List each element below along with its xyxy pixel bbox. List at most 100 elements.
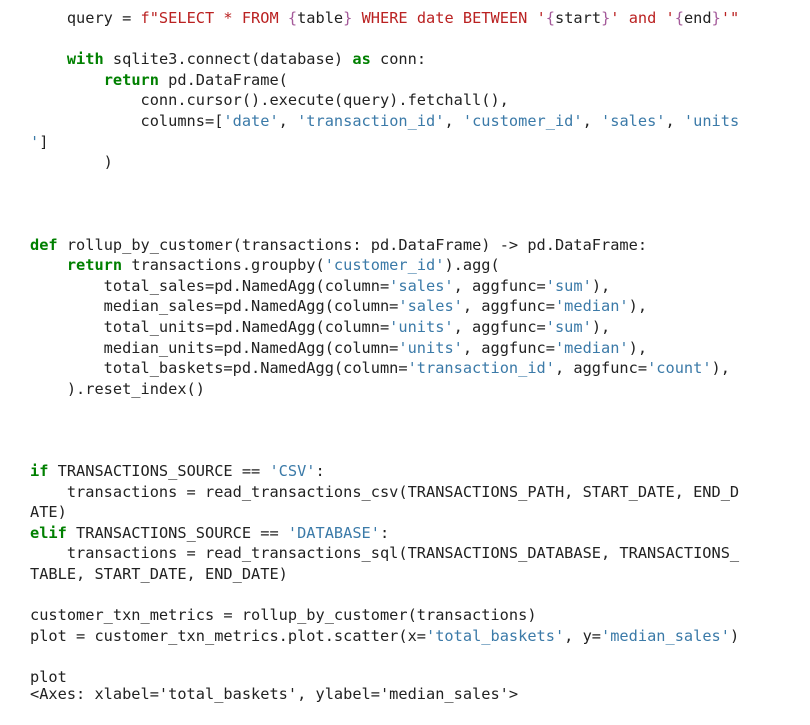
- code-line: return pd.DataFrame(: [30, 70, 790, 91]
- code-token: columns=[: [30, 111, 224, 130]
- code-token: , aggfunc=: [453, 317, 546, 336]
- code-token: {: [545, 9, 555, 27]
- code-token: ' and ': [610, 9, 675, 27]
- code-token: query =: [30, 9, 141, 27]
- code-line: [30, 214, 790, 235]
- code-token: '": [720, 9, 740, 27]
- code-line: [30, 29, 790, 50]
- code-line: [30, 193, 790, 214]
- code-token: 'units: [683, 111, 740, 130]
- code-token: return: [103, 70, 159, 89]
- code-line: median_sales=pd.NamedAgg(column='sales',…: [30, 296, 790, 317]
- code-token: 'sales': [601, 111, 666, 130]
- code-token: ]: [39, 132, 49, 151]
- code-token: 'median_sales': [601, 626, 730, 645]
- code-line: [30, 440, 790, 461]
- code-token: 'transaction_id': [407, 359, 555, 378]
- code-token: [30, 71, 104, 89]
- code-token: with: [66, 50, 104, 69]
- code-token: ),: [628, 297, 648, 316]
- code-token: , aggfunc=: [462, 297, 555, 316]
- code-token: f"SELECT * FROM: [140, 9, 288, 27]
- code-token: , y=: [564, 626, 602, 645]
- code-line: [30, 399, 790, 420]
- code-token: 'CSV': [269, 462, 316, 481]
- code-token: 'sales': [389, 276, 454, 295]
- code-line: [30, 646, 790, 667]
- code-token: , aggfunc=: [554, 359, 648, 378]
- code-line: customer_txn_metrics = rollup_by_custome…: [30, 605, 790, 626]
- cell-output: <Axes: xlabel='total_baskets', ylabel='m…: [30, 685, 519, 703]
- code-token: transactions.groupby(: [122, 256, 325, 275]
- code-token: median_units=pd.NamedAgg(column=: [30, 338, 399, 357]
- code-cell[interactable]: query = f"SELECT * FROM { table} WHERE da…: [30, 8, 790, 688]
- code-line: if TRANSACTIONS_SOURCE == 'CSV':: [30, 461, 790, 482]
- code-token: ATE): [30, 503, 67, 522]
- code-token: 'sum': [545, 276, 592, 295]
- code-line: ATE): [30, 502, 790, 523]
- code-token: [30, 256, 67, 274]
- code-line: [30, 585, 790, 606]
- code-token: 'date': [223, 111, 279, 130]
- code-token: }: [343, 9, 353, 27]
- code-token: ,: [444, 111, 463, 130]
- code-token: plot = customer_txn_metrics.plot.scatter…: [30, 626, 427, 645]
- code-token: plot: [30, 668, 67, 686]
- code-token: 'DATABASE': [287, 523, 380, 542]
- code-token: total_units=pd.NamedAgg(column=: [30, 317, 390, 336]
- code-token: ): [30, 153, 113, 172]
- code-token: end: [683, 9, 712, 27]
- code-line: total_baskets=pd.NamedAgg(column='transa…: [30, 358, 790, 379]
- code-token: }: [601, 9, 611, 27]
- code-token: ): [729, 626, 740, 645]
- code-line: def rollup_by_customer(transactions: pd.…: [30, 235, 790, 256]
- code-token: ': [30, 132, 40, 151]
- code-token: table: [297, 9, 344, 27]
- code-token: return: [66, 256, 123, 275]
- code-token: }: [711, 9, 721, 27]
- code-token: ),: [628, 338, 648, 357]
- code-token: conn:: [370, 50, 427, 69]
- code-line: ).reset_index(): [30, 379, 790, 400]
- code-token: ),: [711, 359, 730, 378]
- code-token: 'sum': [545, 317, 592, 336]
- code-token: pd.DataFrame(: [158, 70, 288, 89]
- code-token: conn.cursor().execute(query).fetchall(),: [30, 91, 509, 110]
- code-token: TRANSACTIONS_SOURCE ==: [66, 523, 288, 542]
- code-line: ']: [30, 132, 790, 153]
- code-token: sqlite3.connect(database): [103, 50, 353, 69]
- code-line: conn.cursor().execute(query).fetchall(),: [30, 90, 790, 111]
- code-token: [30, 50, 67, 68]
- code-line: plot = customer_txn_metrics.plot.scatter…: [30, 626, 790, 647]
- code-token: WHERE date BETWEEN ': [352, 9, 546, 27]
- code-line: columns=['date', 'transaction_id', 'cust…: [30, 111, 790, 132]
- code-token: ,: [665, 111, 684, 130]
- code-token: 'customer_id': [462, 111, 583, 130]
- code-token: 'median': [554, 297, 629, 316]
- code-token: {: [674, 9, 684, 27]
- code-line: plot: [30, 667, 790, 688]
- code-token: ),: [591, 317, 611, 336]
- code-line: ): [30, 152, 790, 173]
- code-token: , aggfunc=: [453, 276, 546, 295]
- code-token: customer_txn_metrics = rollup_by_custome…: [30, 606, 537, 625]
- code-line: median_units=pd.NamedAgg(column='units',…: [30, 338, 790, 359]
- code-token: as: [352, 50, 371, 69]
- code-token: transactions = read_transactions_csv(TRA…: [30, 482, 740, 501]
- code-token: 'customer_id': [324, 256, 445, 275]
- code-token: ).reset_index(): [30, 379, 205, 398]
- code-line: [30, 173, 790, 194]
- code-token: elif: [30, 523, 67, 542]
- code-token: :: [315, 462, 325, 481]
- code-line: total_sales=pd.NamedAgg(column='sales', …: [30, 276, 790, 297]
- code-token: rollup_by_customer(transactions: pd.Data…: [57, 235, 648, 254]
- code-token: 'units': [398, 338, 463, 357]
- code-token: 'median': [554, 338, 629, 357]
- code-line: elif TRANSACTIONS_SOURCE == 'DATABASE':: [30, 523, 790, 544]
- code-token: 'total_baskets': [426, 626, 565, 645]
- code-token: 'transaction_id': [297, 111, 445, 130]
- code-token: TRANSACTIONS_SOURCE ==: [48, 462, 270, 481]
- code-line: total_units=pd.NamedAgg(column='units', …: [30, 317, 790, 338]
- code-token: 'units': [389, 317, 454, 336]
- code-token: :: [379, 523, 390, 542]
